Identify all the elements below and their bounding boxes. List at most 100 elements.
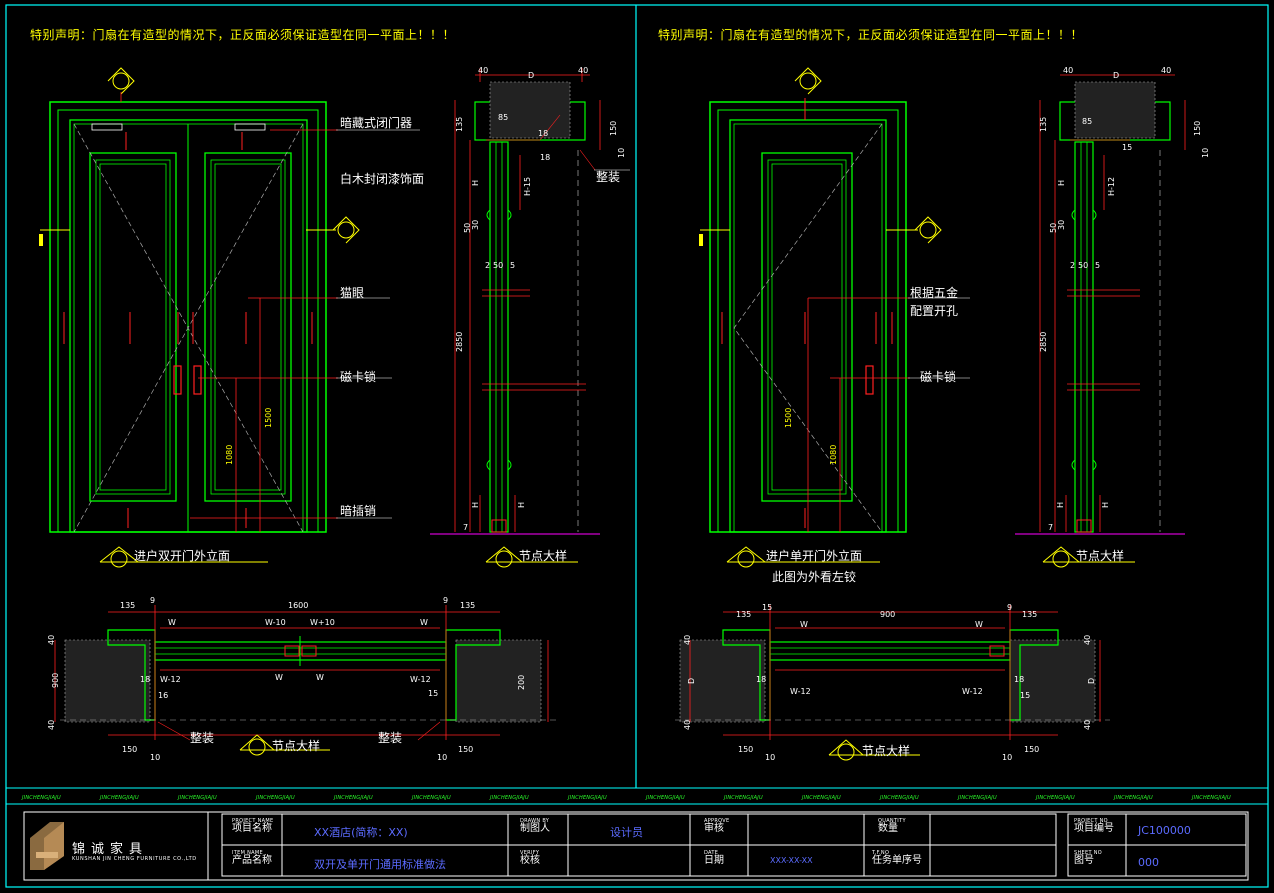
plan-W-a: W	[168, 618, 176, 627]
title-double-elevation: 进户双开门外立面	[134, 549, 231, 563]
strip-label: JINCHENGJIAJU	[1114, 795, 1153, 801]
plan-150a: 150	[122, 745, 137, 754]
value-project-number: JC100000	[1138, 824, 1191, 837]
callout-hardware-hole-2: 配置开孔	[910, 304, 959, 318]
dim-5a: 5	[510, 261, 515, 270]
plan-18a: 18	[140, 675, 150, 684]
dim-30a: 30	[471, 220, 480, 230]
title-detail-2: 节点大样	[1076, 549, 1125, 563]
plan-9b: 9	[443, 596, 448, 605]
rdim-H12: H-12	[1107, 177, 1116, 196]
dim-18b: 18	[540, 153, 550, 162]
rdim-H-a: H	[1057, 180, 1066, 186]
callout-hardware-hole-1: 根据五金	[910, 286, 959, 300]
brand-name: 锦诚家具	[72, 842, 149, 857]
dim-1500-left: 1500	[264, 408, 273, 428]
rplan-40c: 40	[1083, 635, 1092, 645]
rdim-5: 5	[1095, 261, 1100, 270]
plan-W10: W-10	[265, 618, 286, 627]
rplan-40a: 40	[683, 635, 692, 645]
rdim-150: 150	[1193, 121, 1202, 136]
rdim-2: 2	[1070, 261, 1075, 270]
plan-16a: 16	[158, 691, 168, 700]
dim-50b: 50	[493, 261, 503, 270]
dim-1500-right: 1500	[784, 408, 793, 428]
callout-card-lock-left: 磁卡锁	[340, 370, 377, 384]
rdim-2850: 2850	[1039, 332, 1048, 352]
plan-W-d: W	[316, 673, 324, 682]
rplan-40b: 40	[683, 720, 692, 730]
rdim-15: 15	[1122, 143, 1132, 152]
rplan-40d: 40	[1083, 720, 1092, 730]
plan-W-c: W	[275, 673, 283, 682]
dim-H15: H-15	[523, 177, 532, 196]
dim-H-c: H	[517, 502, 526, 508]
plan-9a: 9	[150, 596, 155, 605]
rdim-135: 135	[1039, 117, 1048, 132]
value-drawn-by: 设计员	[610, 826, 643, 839]
rplan-9: 9	[1007, 603, 1012, 612]
sheet-border	[5, 4, 1269, 888]
title-detail-1: 节点大样	[519, 549, 568, 563]
strip-label: JINCHENGJIAJU	[412, 795, 451, 801]
plan-1600: 1600	[288, 601, 308, 610]
brand-logo-icon	[30, 822, 64, 870]
plan-135a: 135	[120, 601, 135, 610]
title-block-frame	[23, 811, 1249, 881]
brand-english-name: KUNSHAN JIN CHENG FURNITURE CO.,LTD	[72, 856, 197, 862]
plan-W_10: W+10	[310, 618, 335, 627]
strip-label: JINCHENGJIAJU	[178, 795, 217, 801]
rplan-W-b: W	[975, 620, 983, 629]
rplan-18a: 18	[756, 675, 766, 684]
dim-150a: 150	[609, 121, 618, 136]
strip-label: JINCHENGJIAJU	[802, 795, 841, 801]
dim-40b: 40	[578, 66, 588, 75]
rplan-18b: 18	[1014, 675, 1024, 684]
strip-label: JINCHENGJIAJU	[1036, 795, 1075, 801]
rplan-15b: 15	[1020, 691, 1030, 700]
double-door-vertical-section: 40 D 40 85 150 135 10 2850 H H-15 30 50 …	[430, 66, 630, 568]
callout-flush-bolt: 暗插销	[340, 504, 377, 518]
dim-1080-right: 1080	[829, 445, 838, 465]
rplan-900: 900	[880, 610, 895, 619]
rplan-135b: 135	[1022, 610, 1037, 619]
rdim-85: 85	[1082, 117, 1092, 126]
rdim-10: 10	[1201, 148, 1210, 158]
rplan-10b: 10	[1002, 753, 1012, 762]
dim-50a: 50	[463, 223, 472, 233]
dim-D-a: D	[528, 71, 534, 80]
callout-card-lock-right: 磁卡锁	[920, 370, 957, 384]
callout-concealed-closer: 暗藏式闭门器	[340, 116, 413, 130]
dim-2a: 2	[485, 261, 490, 270]
value-date: XXX-XX-XX	[770, 856, 813, 865]
strip-label: JINCHENGJIAJU	[22, 795, 61, 801]
rplan-135a: 135	[736, 610, 751, 619]
double-door-elevation: 1500 1080	[39, 67, 420, 568]
title-detail-3: 节点大样	[272, 739, 321, 753]
rdim-H-c: H	[1101, 502, 1110, 508]
plan-W-b: W	[420, 618, 428, 627]
rplan-D-b: D	[1087, 678, 1096, 684]
double-door-plan-section: 135 9 1600 9 135 W W-10 W+10 W W-12 W W …	[47, 596, 560, 762]
notice-right: 特别声明：门扇在有造型的情况下，正反面必须保证造型在同一平面上！！！	[658, 28, 1084, 42]
value-sheet-number: 000	[1138, 856, 1159, 869]
rplan-150a: 150	[738, 745, 753, 754]
strip-label: JINCHENGJIAJU	[880, 795, 919, 801]
single-door-vertical-section: 40 D 40 85 150 135 10 2850 H H-12 30 50 …	[1015, 66, 1210, 568]
dim-7a: 7	[463, 523, 468, 532]
strip-label: JINCHENGJIAJU	[256, 795, 295, 801]
plan-40b: 40	[47, 720, 56, 730]
strip-label: JINCHENGJIAJU	[1192, 795, 1231, 801]
plan-200: 200	[517, 675, 526, 690]
strip-label: JINCHENGJIAJU	[490, 795, 529, 801]
callout-trim-b: 整装	[190, 731, 215, 745]
plan-10a: 10	[150, 753, 160, 762]
